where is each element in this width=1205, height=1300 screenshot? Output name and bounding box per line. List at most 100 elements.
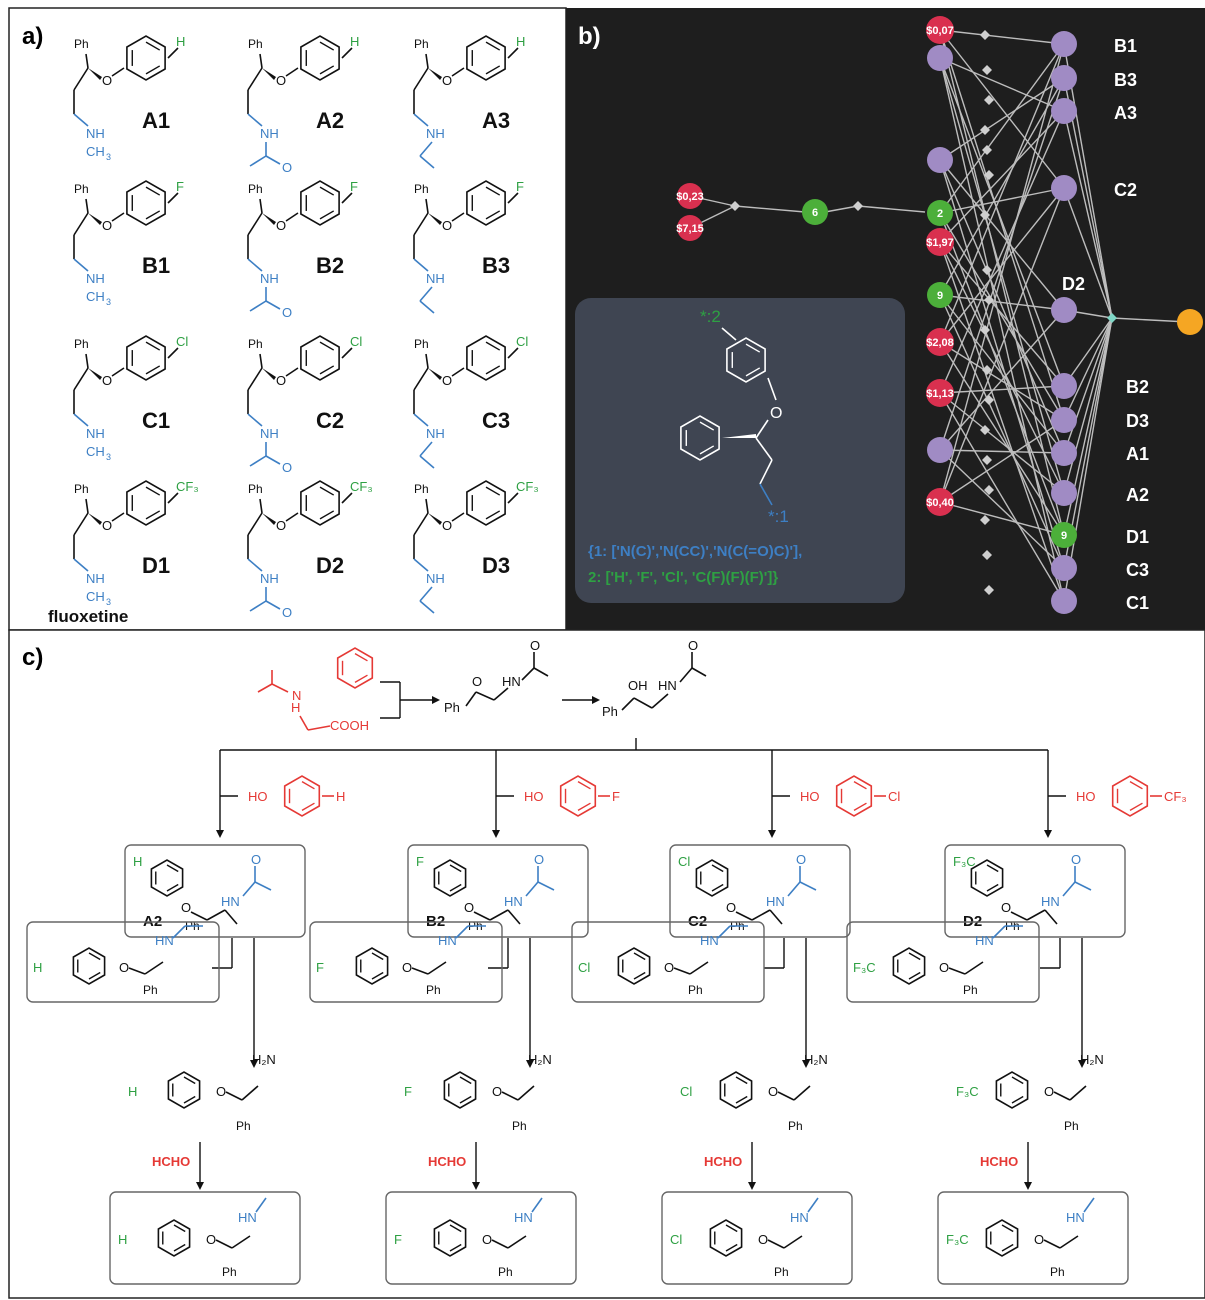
bond-sub bbox=[167, 492, 179, 504]
ring-double-bond bbox=[459, 1095, 472, 1104]
ring-double-bond bbox=[183, 1095, 196, 1104]
bond-ethyl bbox=[419, 141, 433, 157]
arrowhead bbox=[492, 830, 500, 838]
ph-label: Ph bbox=[414, 37, 429, 51]
product-hn: HN bbox=[1041, 894, 1060, 909]
para-substituent-label: F bbox=[176, 179, 184, 194]
reaction-diamond bbox=[984, 585, 994, 595]
intermediate-node-6-label: 6 bbox=[812, 207, 818, 219]
ph-label: Ph bbox=[414, 482, 429, 496]
ring-double-bond bbox=[459, 1076, 472, 1085]
panel-b-label: b) bbox=[578, 23, 601, 50]
ring-double-bond bbox=[485, 486, 501, 496]
bond-sub bbox=[341, 492, 353, 504]
aryl-ring bbox=[466, 35, 506, 81]
edge bbox=[1063, 317, 1113, 454]
bond bbox=[807, 1197, 819, 1213]
final-o: O bbox=[206, 1232, 216, 1247]
reaction-diamond bbox=[982, 65, 992, 75]
ethyl-hn: HN bbox=[700, 933, 719, 948]
bond bbox=[621, 697, 635, 711]
bond bbox=[521, 667, 535, 681]
product-label-A3: A3 bbox=[1114, 103, 1137, 123]
side-start-node-4 bbox=[926, 228, 954, 256]
start-node-1 bbox=[677, 183, 703, 209]
aryl-ring bbox=[300, 180, 340, 226]
ethyl-o: O bbox=[664, 960, 674, 975]
bond bbox=[489, 909, 509, 921]
bond bbox=[1010, 911, 1028, 921]
ring-outline bbox=[466, 335, 506, 381]
ph-label: Ph bbox=[248, 182, 263, 196]
bond bbox=[507, 1235, 527, 1249]
edge bbox=[824, 205, 859, 213]
ring-double-bond bbox=[183, 1076, 196, 1085]
product-ring bbox=[150, 859, 184, 897]
bond-chain bbox=[247, 212, 263, 236]
phenol-substituent: F bbox=[612, 789, 620, 804]
wedge-bond bbox=[262, 213, 276, 225]
ring-double-bond bbox=[449, 883, 462, 892]
compound-id-C2: C2 bbox=[316, 408, 344, 433]
bond-chain-n bbox=[73, 558, 89, 572]
edge bbox=[939, 43, 1065, 214]
edge bbox=[939, 57, 1065, 387]
edge bbox=[939, 187, 1065, 503]
intermediate-product-node-2 bbox=[927, 147, 953, 173]
hcho-label: HCHO bbox=[152, 1154, 190, 1169]
reaction-diamond bbox=[980, 125, 990, 135]
ring-double-bond bbox=[1011, 1076, 1024, 1085]
bond bbox=[633, 697, 653, 709]
ethyl-hn: HN bbox=[975, 933, 994, 948]
edge bbox=[939, 419, 1065, 503]
bond bbox=[735, 911, 753, 921]
reaction-diamond bbox=[982, 550, 992, 560]
edge bbox=[939, 449, 1065, 569]
product-node-10 bbox=[1051, 555, 1077, 581]
reagent-cooh: COOH bbox=[330, 718, 369, 733]
edge bbox=[939, 110, 1065, 243]
arrowhead bbox=[802, 1060, 810, 1068]
ethyl-hn: HN bbox=[438, 933, 457, 948]
final-ph: Ph bbox=[1050, 1265, 1065, 1279]
edge bbox=[734, 205, 806, 213]
bond-methyl bbox=[249, 155, 267, 167]
bond-chain bbox=[247, 512, 263, 536]
ring-outline bbox=[150, 859, 184, 897]
reaction-diamond bbox=[730, 201, 740, 211]
nh-label: NH bbox=[426, 426, 445, 441]
amine-o: O bbox=[492, 1084, 502, 1099]
oxygen-label: O bbox=[442, 218, 452, 233]
bond bbox=[1026, 909, 1046, 921]
bond bbox=[777, 1091, 795, 1101]
aryl-ring bbox=[126, 180, 166, 226]
bond bbox=[717, 925, 731, 939]
amine-substituent: F₃C bbox=[956, 1084, 979, 1099]
ring-outline bbox=[719, 1071, 753, 1109]
ph-label: Ph bbox=[74, 482, 89, 496]
compound-id-B3: B3 bbox=[482, 253, 510, 278]
ring-outline bbox=[995, 1071, 1029, 1109]
ring-outline bbox=[300, 480, 340, 526]
ring-outline bbox=[300, 35, 340, 81]
edge bbox=[939, 241, 1065, 387]
para-substituent-label: CF₃ bbox=[350, 479, 373, 494]
bond-chain bbox=[73, 512, 89, 536]
ring-outline bbox=[126, 180, 166, 226]
ph-label: Ph bbox=[414, 337, 429, 351]
bond bbox=[231, 1235, 251, 1249]
bond-sub bbox=[507, 47, 519, 59]
intermediate-node-6 bbox=[802, 199, 828, 225]
amine-h2n: H₂N bbox=[528, 1052, 552, 1067]
product-label-A1: A1 bbox=[1126, 444, 1149, 464]
bond bbox=[517, 1085, 535, 1101]
ring-outline bbox=[1111, 775, 1149, 817]
aryl-ring bbox=[466, 480, 506, 526]
arrowhead bbox=[250, 1060, 258, 1068]
final-substituent: Cl bbox=[670, 1232, 682, 1247]
bond bbox=[215, 1239, 233, 1249]
ring-outline bbox=[126, 335, 166, 381]
